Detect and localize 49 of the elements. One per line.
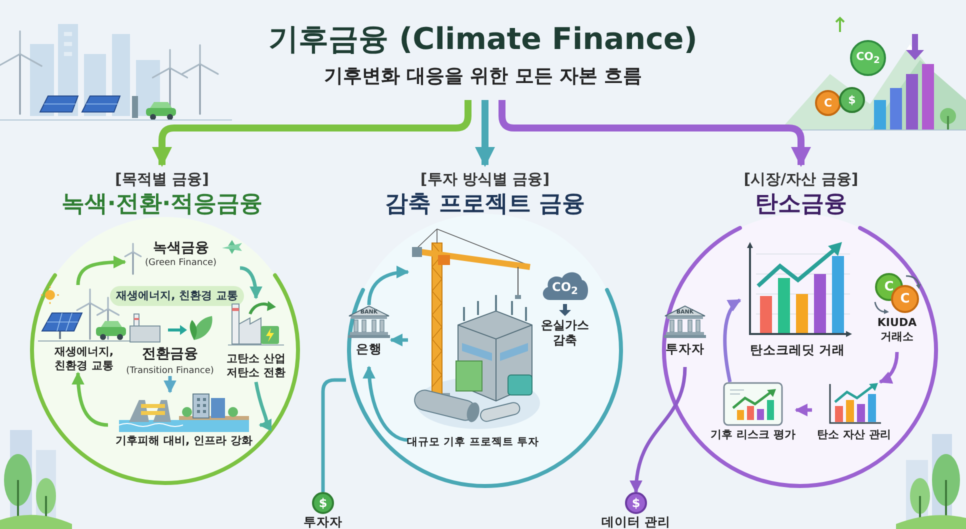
arrow — [76, 256, 126, 286]
section-title: 감축 프로젝트 금융 — [384, 190, 585, 219]
item-label: 탄소크레딧 거래 — [750, 342, 846, 358]
section-title: 녹색·전환·적응금융 — [61, 190, 263, 219]
coin-symbol: $ — [848, 94, 856, 106]
item-label: 은행 — [356, 341, 382, 357]
coin-symbol: C — [884, 280, 894, 294]
item-label: 투자자 — [304, 514, 342, 529]
item-label: 투자자 — [666, 341, 704, 357]
arrow — [723, 298, 742, 382]
category-tag: 재생에너지, 친환경 교통 — [110, 286, 244, 306]
section-label: [목적별 금융] — [115, 169, 209, 189]
item-label: 데이터 관리 — [601, 514, 671, 529]
connector-line — [321, 378, 346, 492]
item-label: 대규모 기후 프로젝트 투자 — [407, 435, 539, 449]
arrow — [630, 366, 687, 494]
arrow — [390, 334, 408, 346]
coin-symbol: $ — [318, 497, 328, 509]
section-label: [시장/자산 금융] — [744, 169, 858, 189]
item-title: 전환금융 — [142, 346, 198, 363]
co2-text: CO$_{2}$ — [552, 280, 578, 298]
section-label: [투자 방식별 금융] — [420, 169, 550, 189]
item-subtitle: (Green Finance) — [145, 257, 217, 270]
item-label: 기후피해 대비, 인프라 강화 — [116, 434, 252, 448]
item-label: 탄소 자산 관리 — [817, 428, 891, 442]
item-title: 녹색금융 — [152, 240, 209, 257]
arrow — [152, 100, 472, 167]
arrow — [240, 266, 262, 300]
coin-symbol: C — [824, 98, 832, 108]
subtitle: 기후변화 대응을 위한 모든 자본 흐름 — [324, 64, 642, 89]
arrow — [164, 376, 176, 394]
arrow — [794, 404, 812, 416]
arrow — [254, 382, 272, 431]
coin-symbol: C — [900, 292, 910, 306]
item-label: 온실가스 감축 — [540, 318, 590, 348]
arrow — [72, 372, 108, 427]
arrow — [362, 366, 408, 442]
coin-symbol: $ — [632, 497, 640, 509]
coin-symbol: CO$_{2}$ — [856, 50, 880, 66]
item-label: KIUDA 거래소 — [876, 316, 918, 344]
item-subtitle: (Transition Finance) — [126, 365, 214, 378]
arrow — [498, 100, 811, 167]
arrow — [475, 100, 495, 167]
arrow — [367, 266, 410, 306]
item-label: 고탄소 산업 저탄소 전환 — [226, 352, 286, 380]
section-title: 탄소금융 — [755, 190, 847, 219]
item-label: 기후 리스크 평가 — [710, 428, 796, 442]
title: 기후금융 (Climate Finance) — [268, 21, 698, 59]
arrow — [878, 352, 899, 384]
